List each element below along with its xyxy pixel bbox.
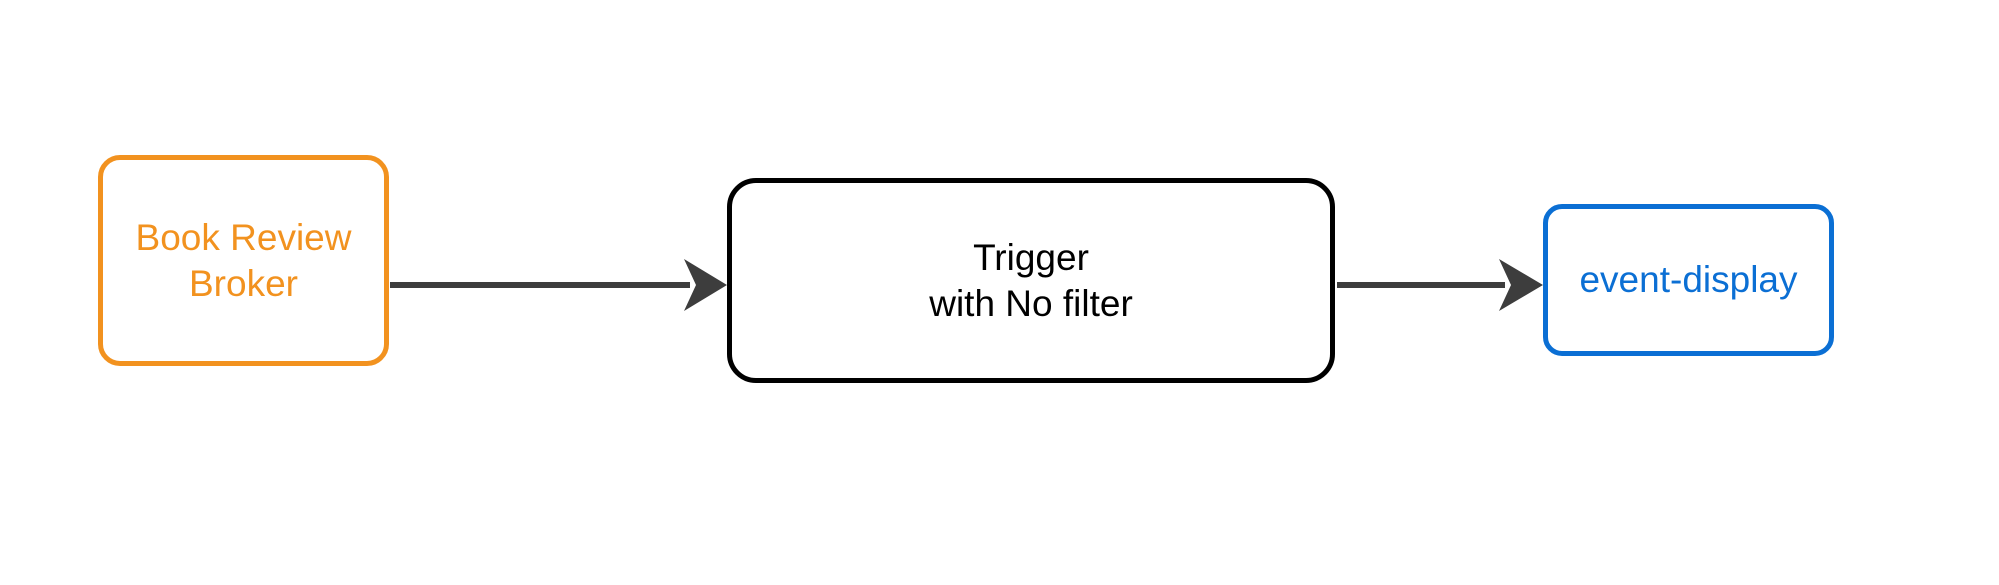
event-display-label: event-display <box>1579 259 1798 301</box>
trigger-label: Trigger with No filter <box>929 236 1133 324</box>
broker-to-trigger-arrow <box>390 259 727 311</box>
trigger-to-event-display-arrow <box>1337 259 1543 311</box>
trigger-node[interactable]: Trigger with No filter <box>727 178 1335 383</box>
book-review-broker-label: Book Review Broker <box>135 216 352 304</box>
event-display-node[interactable]: event-display <box>1543 204 1834 356</box>
book-review-broker-node[interactable]: Book Review Broker <box>98 155 389 366</box>
